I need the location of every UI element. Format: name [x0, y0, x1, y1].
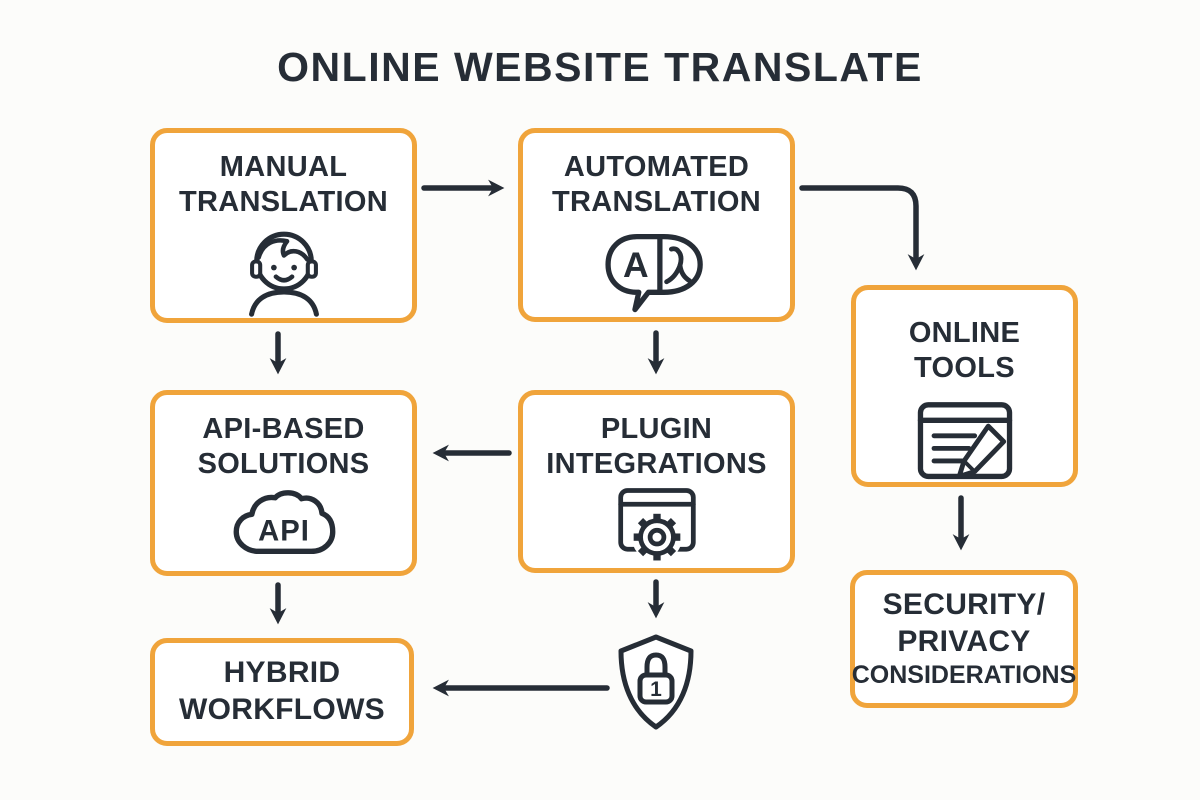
lock-digit: 1 — [650, 678, 662, 701]
label-line: PLUGIN — [600, 413, 713, 445]
node-label: API-BASED SOLUTIONS — [198, 395, 370, 483]
node-label: ONLINE TOOLS — [909, 290, 1020, 387]
node-api-based-solutions: API-BASED SOLUTIONS API — [150, 390, 417, 576]
translate-speech-bubble-icon: A — [604, 233, 703, 312]
label-line: CONSIDERATIONS — [851, 661, 1077, 690]
api-cloud-icon: API — [233, 489, 335, 554]
label-line: PRIVACY — [897, 624, 1031, 658]
page-title: ONLINE WEBSITE TRANSLATE — [277, 44, 923, 90]
node-label: HYBRID WORKFLOWS — [179, 655, 385, 728]
letter-a-glyph: A — [623, 245, 649, 285]
node-label: AUTOMATED TRANSLATION — [552, 133, 761, 221]
node-manual-translation: MANUAL TRANSLATION — [150, 128, 417, 323]
label-line: TOOLS — [914, 352, 1015, 385]
label-line: SOLUTIONS — [197, 448, 370, 481]
label-line: TRANSLATION — [552, 186, 761, 219]
node-automated-translation: AUTOMATED TRANSLATION A — [518, 128, 795, 322]
browser-gear-icon — [617, 487, 696, 562]
label-line: SECURITY/ — [882, 588, 1046, 622]
node-online-tools: ONLINE TOOLS — [851, 285, 1078, 487]
node-label: MANUAL TRANSLATION — [179, 133, 388, 221]
document-edit-icon — [917, 401, 1012, 479]
arrow-automated-to-online-tools — [799, 185, 925, 271]
label-line: API-BASED — [202, 413, 365, 445]
person-icon — [248, 231, 319, 317]
label-line: INTEGRATIONS — [546, 448, 767, 481]
api-label: API — [258, 515, 310, 547]
label-line: AUTOMATED — [563, 151, 750, 183]
node-label: SECURITY/ PRIVACY CONSIDERATIONS — [852, 587, 1077, 691]
shield-lock-icon: 1 — [618, 634, 694, 730]
label-line: WORKFLOWS — [179, 693, 385, 726]
label-line: TRANSLATION — [179, 186, 388, 219]
node-hybrid-workflows: HYBRID WORKFLOWS — [150, 638, 414, 746]
label-line: HYBRID — [223, 656, 341, 690]
node-label: PLUGIN INTEGRATIONS — [546, 395, 767, 483]
label-line: ONLINE — [908, 317, 1021, 349]
label-line: MANUAL — [219, 151, 348, 183]
node-security-privacy-considerations: SECURITY/ PRIVACY CONSIDERATIONS — [850, 570, 1078, 708]
node-plugin-integrations: PLUGIN INTEGRATIONS — [518, 390, 795, 573]
